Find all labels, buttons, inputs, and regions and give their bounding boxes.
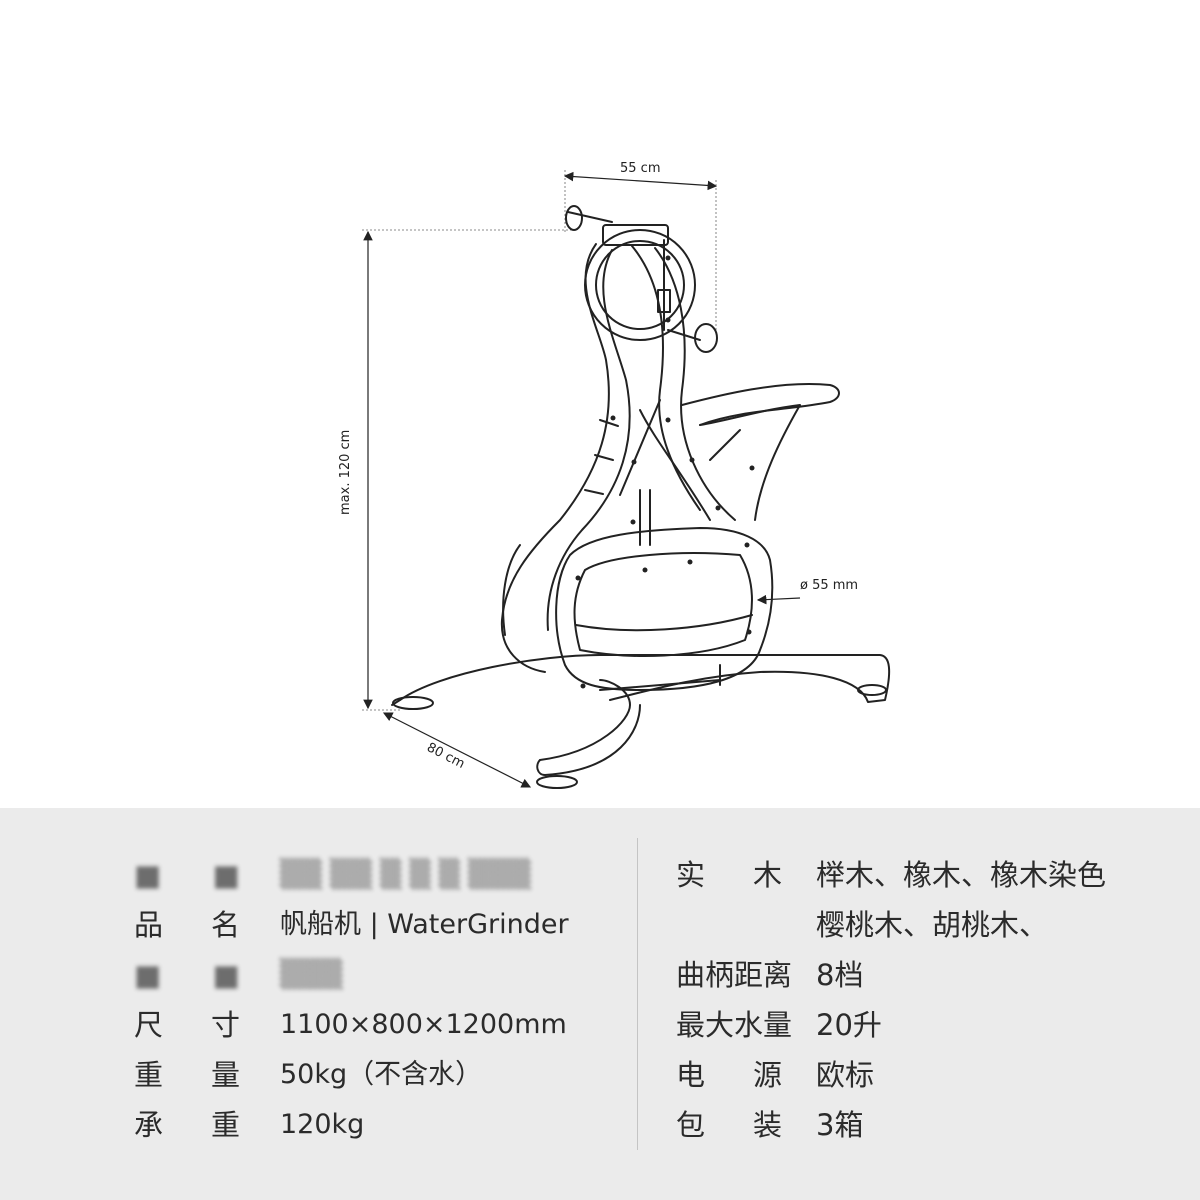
spec-row-wood-cont: 樱桃木、胡桃木、	[676, 905, 1176, 945]
spec-label-weight: 重量	[134, 1058, 240, 1092]
spec-value-obscured: ▒▒▒	[280, 959, 343, 990]
spec-value-wood: 榉木、橡木、橡木染色	[816, 858, 1107, 892]
width-dimension: 55 cm	[563, 161, 718, 330]
column-divider	[637, 838, 638, 1150]
spec-label-obscured: ■■	[134, 958, 240, 992]
width-label: 55 cm	[620, 161, 661, 176]
spec-value-load: 120kg	[280, 1109, 365, 1140]
spec-value-size: 1100×800×1200mm	[280, 1009, 567, 1040]
spec-value-name: 帆船机 | WaterGrinder	[280, 909, 569, 940]
spec-value-crank: 8档	[816, 958, 864, 992]
spec-value-wood-cont: 樱桃木、胡桃木、	[816, 908, 1049, 942]
spec-row-load: 承重 120kg	[134, 1105, 614, 1145]
bolts	[575, 255, 755, 689]
depth-dimension: 80 cm	[382, 712, 532, 788]
spec-label-crank: 曲柄距离	[676, 958, 793, 992]
spec-label-power: 电源	[676, 1058, 782, 1092]
height-label: max. 120 cm	[338, 430, 353, 515]
spec-row-power: 电源 欧标	[676, 1055, 1176, 1095]
spec-row-size: 尺寸 1100×800×1200mm	[134, 1005, 614, 1045]
product-drawing: 55 cm max. 120 cm 80 cm ø 55 mm	[338, 161, 891, 789]
spec-row-water: 最大水量 20升	[676, 1005, 1176, 1045]
spec-value-package: 3箱	[816, 1108, 864, 1142]
spec-value-water: 20升	[816, 1008, 882, 1042]
diameter-label: ø 55 mm	[800, 578, 858, 593]
spec-label-name: 品名	[134, 908, 240, 942]
spec-label-wood: 实木	[676, 858, 782, 892]
spec-row-wood: 实木 榉木、橡木、橡木染色	[676, 855, 1176, 895]
depth-label: 80 cm	[424, 740, 467, 772]
spec-value-obscured: ▒▒ ▒▒ ▒ ▒ ▒ ▒▒▒	[280, 859, 531, 890]
product-line-drawing: 55 cm max. 120 cm 80 cm ø 55 mm	[338, 161, 891, 789]
height-dimension: max. 120 cm	[338, 229, 575, 711]
spec-label-water: 最大水量	[676, 1008, 793, 1042]
spec-row-name: 品名 帆船机 | WaterGrinder	[134, 905, 614, 945]
spec-label-obscured: ■■	[134, 858, 240, 892]
spec-row-weight: 重量 50kg（不含水）	[134, 1055, 614, 1095]
spec-value-power: 欧标	[816, 1058, 875, 1092]
spec-label-load: 承重	[134, 1108, 240, 1142]
spec-value-weight: 50kg（不含水）	[280, 1059, 483, 1090]
spec-row-crank: 曲柄距离 8档	[676, 955, 1176, 995]
spec-label-size: 尺寸	[134, 1008, 240, 1042]
diameter-dimension: ø 55 mm	[756, 578, 858, 605]
spec-row-obscured-2: ■■ ▒▒▒	[134, 955, 614, 995]
spec-panel	[0, 808, 1200, 1200]
spec-row-package: 包装 3箱	[676, 1105, 1176, 1145]
spec-row-obscured-1: ■■ ▒▒ ▒▒ ▒ ▒ ▒ ▒▒▒	[134, 855, 614, 895]
rowing-machine-outline	[391, 205, 891, 789]
spec-label-package: 包装	[676, 1108, 782, 1142]
